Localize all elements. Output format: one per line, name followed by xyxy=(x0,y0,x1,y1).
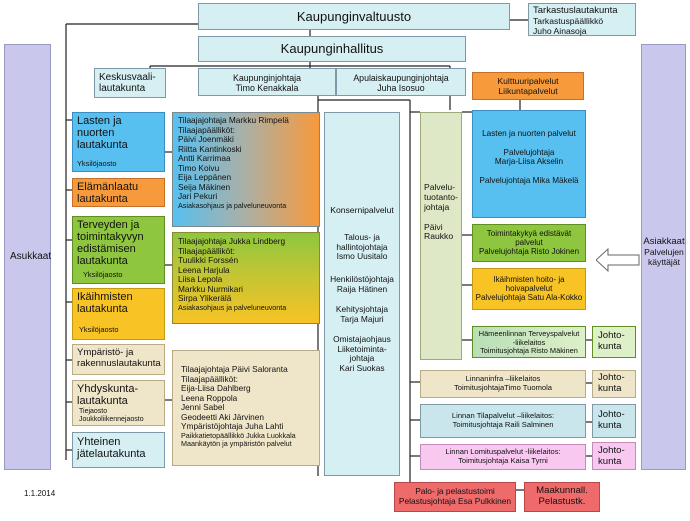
konserni-group-1: Talous- ja hallintojohtaja Ismo Uusitalo xyxy=(336,232,388,262)
keskusvaali-box: Keskusvaali- lautakunta xyxy=(94,68,166,98)
service-toimintakyky: Toimintakykyä edistävät palvelut Palvelu… xyxy=(472,224,586,262)
board-yhdyskunta: Yhdyskunta- lautakunta Tiejaosto Joukkol… xyxy=(72,380,165,426)
johtokunta-hameenlinnan: Johto- kunta xyxy=(592,326,636,358)
kaupunginjohtaja-box: Kaupunginjohtaja Timo Kenakkala xyxy=(198,68,336,96)
service-lasten: Lasten ja nuorten palvelut Palvelujohtaj… xyxy=(472,110,586,218)
service-palo-text: Palo- ja pelastustoimi Pelastusjohtaja E… xyxy=(398,486,512,506)
arrow-left-icon xyxy=(596,248,640,272)
kaupunginjohtaja-label: Kaupunginjohtaja Timo Kenakkala xyxy=(233,73,301,94)
service-linnaninfra-text: Linnaninfra –liikelaitos Toimitusjohtaja… xyxy=(453,374,553,392)
service-linnaninfra: Linnaninfra –liikelaitos Toimitusjohtaja… xyxy=(420,370,586,398)
board-yhdyskunta-name: Yhdyskunta- lautakunta xyxy=(77,383,139,407)
tuotanto-box: Palvelu- tuotanto- johtaja Päivi Raukko xyxy=(420,112,462,360)
tarkastus-text: Tarkastuslautakunta Tarkastuspäällikkö J… xyxy=(533,5,618,36)
asukkaat-label: Asukkaat xyxy=(10,251,52,262)
date-label: 1.1.2014 xyxy=(24,489,56,498)
konserni-group-3: Kehitysjohtaja Tarja Majuri xyxy=(335,304,389,324)
asiakkaat-label: Asiakkaat Palvelujen käyttäjät xyxy=(643,236,685,268)
konserni-group-2: Henkilöstöjohtaja Raija Hätinen xyxy=(330,274,394,294)
johtokunta-tilapalvelut: Johto- kunta xyxy=(592,404,636,438)
tuotanto-text: Palvelu- tuotanto- johtaja Päivi Raukko xyxy=(424,182,458,242)
johtokunta-label-4: Johto- kunta xyxy=(598,445,625,467)
service-ikaihmisten: Ikäihmisten hoito- ja hoivapalvelut Palv… xyxy=(472,268,586,310)
johtokunta-linnaninfra: Johto- kunta xyxy=(592,370,636,398)
valtuusto-box: Kaupunginvaltuusto xyxy=(198,3,510,30)
board-jatelautakunta: Yhteinen jätelautakunta xyxy=(72,432,165,468)
service-toimintakyky-text: Toimintakykyä edistävät palvelut Palvelu… xyxy=(478,229,580,257)
asukkaat-column: Asukkaat xyxy=(4,44,51,470)
board-terveyden-sub: Yksilöjaosto xyxy=(83,270,123,279)
valtuusto-label: Kaupunginvaltuusto xyxy=(296,9,412,24)
service-lomitus: Linnan Lomituspalvelut -liikelaitos: Toi… xyxy=(420,444,586,470)
service-hameenlinnan-text: Hämeenlinnan Terveyspalvelut -liikelaito… xyxy=(478,329,580,356)
board-ikaihmisten-sub: Yksilöjaosto xyxy=(79,325,119,334)
johtokunta-label-3: Johto- kunta xyxy=(598,409,625,431)
service-lasten-text: Lasten ja nuorten palvelut Palvelujohtaj… xyxy=(479,129,579,186)
apulais-box: Apulaiskaupunginjohtaja Juha Isosuo xyxy=(336,68,466,96)
board-ymparisto-name: Ympäristö- ja rakennuslautakunta xyxy=(77,347,161,369)
service-hameenlinnan: Hämeenlinnan Terveyspalvelut -liikelaito… xyxy=(472,326,586,358)
tilaaja-box-2: Tilaajajohtaja Jukka Lindberg Tilaajapää… xyxy=(172,232,320,324)
hallitus-label: Kaupunginhallitus xyxy=(280,41,384,56)
board-ikaihmisten: Ikäihmisten lautakunta Yksilöjaosto xyxy=(72,288,165,340)
tilaaja-box-3: Tilaajajohtaja Päivi Saloranta Tilaajapä… xyxy=(172,350,320,466)
board-terveyden: Terveyden ja toimintakyvyn edistämisen l… xyxy=(72,216,165,284)
board-lasten-name: Lasten ja nuorten lautakunta xyxy=(77,115,128,151)
service-maakunnall-text: Maakunnall. Pelastustk. xyxy=(536,485,588,507)
tilaaja-box-1: Tilaajajohtaja Markku Rimpelä Tilaajapää… xyxy=(172,112,320,227)
board-terveyden-name: Terveyden ja toimintakyvyn edistämisen l… xyxy=(77,219,144,267)
johtokunta-lomitus: Johto- kunta xyxy=(592,442,636,470)
konserni-box: Konsernipalvelut Talous- ja hallintojoht… xyxy=(324,112,400,476)
board-ymparisto: Ympäristö- ja rakennuslautakunta xyxy=(72,344,165,375)
tilaaja-list-3: Tilaajajohtaja Päivi Saloranta Tilaajapä… xyxy=(181,364,296,448)
board-elamanlaatu-name: Elämänlaatu lautakunta xyxy=(77,181,139,205)
apulais-label: Apulaiskaupunginjohtaja Juha Isosuo xyxy=(353,73,449,94)
konserni-title: Konsernipalvelut xyxy=(330,205,394,215)
board-elamanlaatu: Elämänlaatu lautakunta xyxy=(72,178,165,207)
kulttuuri-label: Kulttuuripalvelut Liikuntapalvelut xyxy=(497,76,559,96)
asiakkaat-column: Asiakkaat Palvelujen käyttäjät xyxy=(641,44,686,470)
keskusvaali-label: Keskusvaali- lautakunta xyxy=(99,72,156,95)
service-maakunnall: Maakunnall. Pelastustk. xyxy=(524,482,600,512)
board-lasten: Lasten ja nuorten lautakunta Yksilöjaost… xyxy=(72,112,165,172)
board-yhdyskunta-sub: Tiejaosto Joukkoliikennejaosto xyxy=(79,408,144,424)
service-palo: Palo- ja pelastustoimi Pelastusjohtaja E… xyxy=(394,482,516,512)
tilaaja-list-1: Tilaajajohtaja Markku Rimpelä Tilaajapää… xyxy=(178,115,289,210)
service-tilapalvelut-text: Linnan Tilapalvelut –liikelaitos: Toimit… xyxy=(451,411,555,429)
tarkastus-box: Tarkastuslautakunta Tarkastuspäällikkö J… xyxy=(528,3,636,36)
board-jatelautakunta-name: Yhteinen jätelautakunta xyxy=(77,436,146,460)
konserni-group-4: Omistajaohjaus Liiketoiminta- johtaja Ka… xyxy=(333,334,391,373)
service-ikaihmisten-text: Ikäihmisten hoito- ja hoivapalvelut Palv… xyxy=(475,275,583,303)
johtokunta-label-1: Johto- kunta xyxy=(598,330,625,352)
kulttuuri-box: Kulttuuripalvelut Liikuntapalvelut xyxy=(472,72,584,100)
service-lomitus-text: Linnan Lomituspalvelut -liikelaitos: Toi… xyxy=(445,447,561,465)
johtokunta-label-2: Johto- kunta xyxy=(598,372,625,394)
tilaaja-list-2: Tilaajajohtaja Jukka Lindberg Tilaajapää… xyxy=(178,236,287,312)
board-lasten-sub: Yksilöjaosto xyxy=(77,159,117,168)
hallitus-box: Kaupunginhallitus xyxy=(198,36,466,62)
service-tilapalvelut: Linnan Tilapalvelut –liikelaitos: Toimit… xyxy=(420,404,586,438)
board-ikaihmisten-name: Ikäihmisten lautakunta xyxy=(77,291,133,315)
